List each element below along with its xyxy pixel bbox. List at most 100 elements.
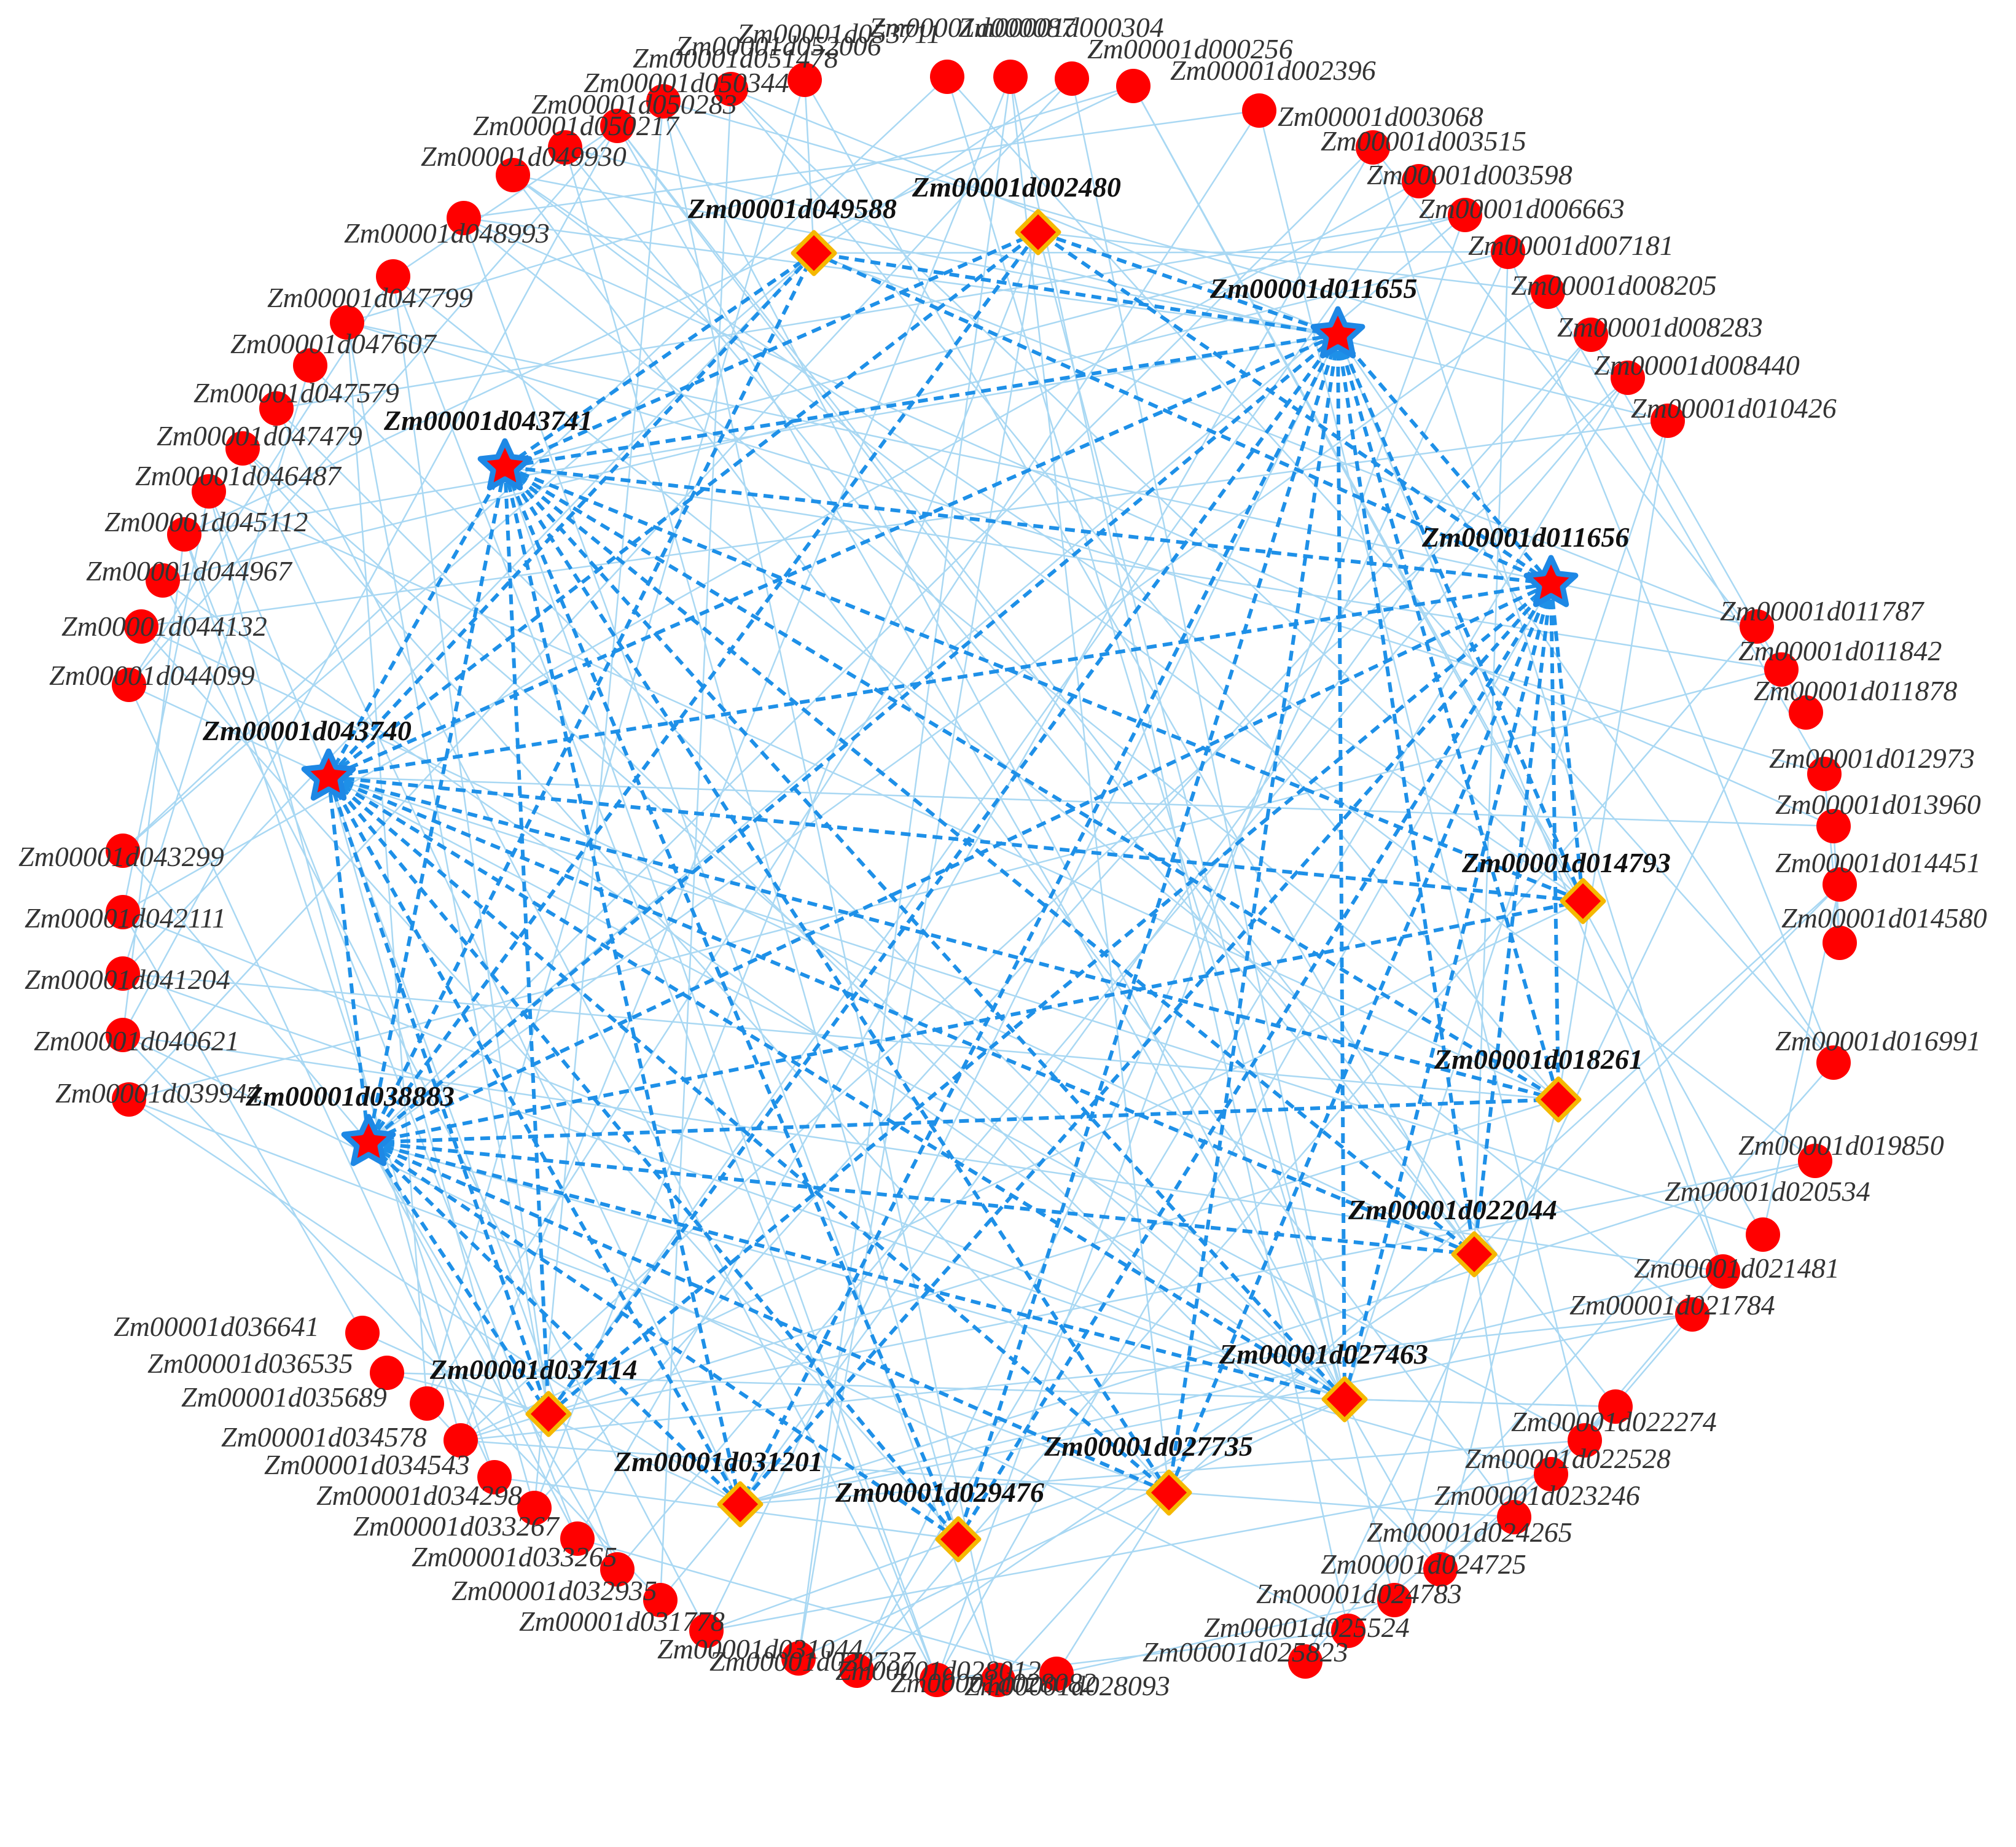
star-hub-node[interactable] xyxy=(1310,306,1365,359)
outer-node[interactable] xyxy=(981,1663,1015,1697)
outer-node[interactable] xyxy=(106,834,140,868)
outer-node[interactable] xyxy=(643,1583,678,1617)
outer-node[interactable] xyxy=(106,895,140,929)
star-hub-node[interactable] xyxy=(477,438,533,491)
outer-node[interactable] xyxy=(192,474,226,509)
outer-node[interactable] xyxy=(1746,1217,1780,1252)
peripheral-edge xyxy=(1037,232,1396,1601)
outer-node[interactable] xyxy=(1706,1254,1740,1289)
outer-node[interactable] xyxy=(1534,1457,1568,1491)
outer-node[interactable] xyxy=(1531,275,1565,309)
diamond-hub-node[interactable] xyxy=(1560,878,1606,924)
outer-node[interactable] xyxy=(1611,361,1645,395)
outer-node[interactable] xyxy=(1055,61,1089,96)
peripheral-edges xyxy=(122,76,1841,1681)
outer-node-label: Zm00001d011878 xyxy=(1754,675,1957,706)
outer-node[interactable] xyxy=(1497,1500,1531,1534)
outer-node[interactable] xyxy=(600,1552,635,1587)
outer-node[interactable] xyxy=(646,84,681,119)
outer-node[interactable] xyxy=(259,391,294,426)
diamond-hub-node[interactable] xyxy=(1015,209,1061,256)
star-hub-node[interactable] xyxy=(341,1114,396,1166)
outer-node[interactable] xyxy=(124,609,158,644)
outer-node[interactable] xyxy=(1491,235,1525,269)
diamond-hub-node[interactable] xyxy=(1146,1469,1192,1516)
star-hub-node[interactable] xyxy=(301,748,356,801)
outer-node[interactable] xyxy=(714,72,748,106)
outer-node[interactable] xyxy=(548,130,582,165)
diamond-hub-label: Zm00001d027735 xyxy=(1044,1431,1253,1462)
core-edge xyxy=(1343,583,1553,1400)
outer-node[interactable] xyxy=(993,60,1028,94)
outer-node[interactable] xyxy=(106,1018,140,1052)
diamond-hub-node[interactable] xyxy=(1451,1231,1498,1278)
peripheral-edge xyxy=(740,1439,1585,1505)
outer-node[interactable] xyxy=(167,517,201,552)
outer-node[interactable] xyxy=(1448,198,1482,232)
outer-node[interactable] xyxy=(1598,1389,1633,1424)
outer-node[interactable] xyxy=(1651,404,1685,438)
outer-node-label: Zm00001d000304 xyxy=(958,12,1164,43)
outer-node[interactable] xyxy=(345,1316,380,1350)
outer-node[interactable] xyxy=(477,1460,512,1494)
outer-node-label: Zm00001d048993 xyxy=(344,217,550,249)
outer-node[interactable] xyxy=(225,431,260,466)
outer-node[interactable] xyxy=(1402,164,1436,198)
peripheral-edge xyxy=(128,1098,1170,1494)
outer-node[interactable] xyxy=(293,348,327,383)
outer-node[interactable] xyxy=(1377,1583,1412,1617)
outer-node[interactable] xyxy=(410,1386,444,1421)
outer-node[interactable] xyxy=(1816,809,1851,843)
outer-node[interactable] xyxy=(106,956,140,991)
outer-node[interactable] xyxy=(447,201,481,235)
diamond-hub-node[interactable] xyxy=(1535,1076,1582,1123)
outer-node[interactable] xyxy=(1423,1552,1458,1587)
outer-node[interactable] xyxy=(920,1663,954,1697)
outer-node[interactable] xyxy=(496,158,530,192)
outer-node[interactable] xyxy=(1116,69,1151,103)
outer-node[interactable] xyxy=(930,60,964,94)
outer-node[interactable] xyxy=(1816,1045,1851,1080)
core-edge xyxy=(1472,583,1553,1255)
peripheral-edge xyxy=(327,776,619,1570)
outer-node[interactable] xyxy=(1789,695,1823,730)
outer-node[interactable] xyxy=(1807,757,1842,791)
outer-node[interactable] xyxy=(1568,1423,1602,1458)
diamond-hub-node[interactable] xyxy=(1321,1376,1368,1423)
outer-node[interactable] xyxy=(112,668,146,702)
outer-node[interactable] xyxy=(787,63,822,97)
outer-node[interactable] xyxy=(376,259,410,294)
outer-node[interactable] xyxy=(370,1356,404,1390)
outer-node[interactable] xyxy=(600,109,635,143)
outer-node[interactable] xyxy=(1288,1644,1323,1679)
outer-node[interactable] xyxy=(1039,1657,1074,1691)
outer-node-label: Zm00001d007181 xyxy=(1468,230,1674,261)
outer-node[interactable] xyxy=(1331,1614,1365,1648)
outer-node[interactable] xyxy=(781,1641,816,1676)
outer-node[interactable] xyxy=(560,1521,595,1556)
outer-node[interactable] xyxy=(330,305,364,340)
outer-node[interactable] xyxy=(1823,926,1857,960)
outer-node[interactable] xyxy=(1356,130,1390,165)
diamond-hub-node[interactable] xyxy=(717,1481,764,1528)
peripheral-edge xyxy=(617,125,1475,1255)
diamond-hub-node[interactable] xyxy=(525,1391,572,1437)
diamond-hub-node[interactable] xyxy=(935,1516,982,1563)
outer-nodes xyxy=(106,60,1857,1697)
outer-node[interactable] xyxy=(146,563,180,598)
outer-node[interactable] xyxy=(112,1082,146,1117)
outer-node[interactable] xyxy=(689,1614,724,1648)
outer-node[interactable] xyxy=(1740,609,1774,644)
outer-node[interactable] xyxy=(1675,1297,1709,1332)
diamond-hub-node[interactable] xyxy=(791,230,837,276)
star-hub-node[interactable] xyxy=(1523,555,1579,607)
outer-node[interactable] xyxy=(517,1491,552,1525)
outer-node[interactable] xyxy=(443,1423,478,1458)
outer-node-label: Zm00001d002396 xyxy=(1170,55,1376,86)
outer-node[interactable] xyxy=(1764,652,1799,687)
outer-node[interactable] xyxy=(1574,318,1608,352)
outer-node[interactable] xyxy=(1798,1144,1832,1178)
outer-node[interactable] xyxy=(1823,867,1857,902)
outer-node[interactable] xyxy=(840,1654,874,1688)
outer-node[interactable] xyxy=(1242,93,1276,128)
